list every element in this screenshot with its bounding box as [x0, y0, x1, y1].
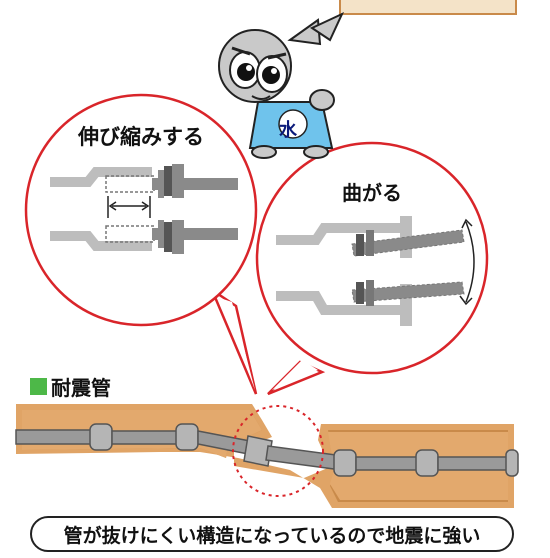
bend-callout: [255, 141, 489, 396]
top-box-fragment: [339, 0, 517, 15]
stretch-joint-bottom: [50, 220, 238, 254]
bend-joint-top: [276, 216, 465, 258]
caption-box: 管が抜けにくい構造になっているので地震に強い: [30, 516, 514, 552]
joint-highlight-circle: [232, 405, 324, 497]
bend-joint-bottom: [276, 280, 465, 326]
caption-text: 管が抜けにくい構造になっているので地震に強い: [63, 524, 481, 547]
earthquake-resistant-pipe: [15, 423, 519, 477]
double-arrow-curved: [459, 218, 475, 306]
section-marker-icon: [30, 378, 47, 395]
stretch-callout: [24, 93, 258, 395]
section-title-text: 耐震管: [51, 376, 111, 400]
water-mascot-character: [218, 11, 345, 159]
bend-label: 曲がる: [342, 181, 402, 205]
double-arrow-horizontal: [107, 196, 151, 218]
stretch-joint-top: [50, 164, 238, 198]
stretch-label: 伸び縮みする: [78, 125, 204, 149]
mascot-badge-label: 水: [279, 120, 297, 141]
section-title: 耐震管: [30, 372, 111, 401]
